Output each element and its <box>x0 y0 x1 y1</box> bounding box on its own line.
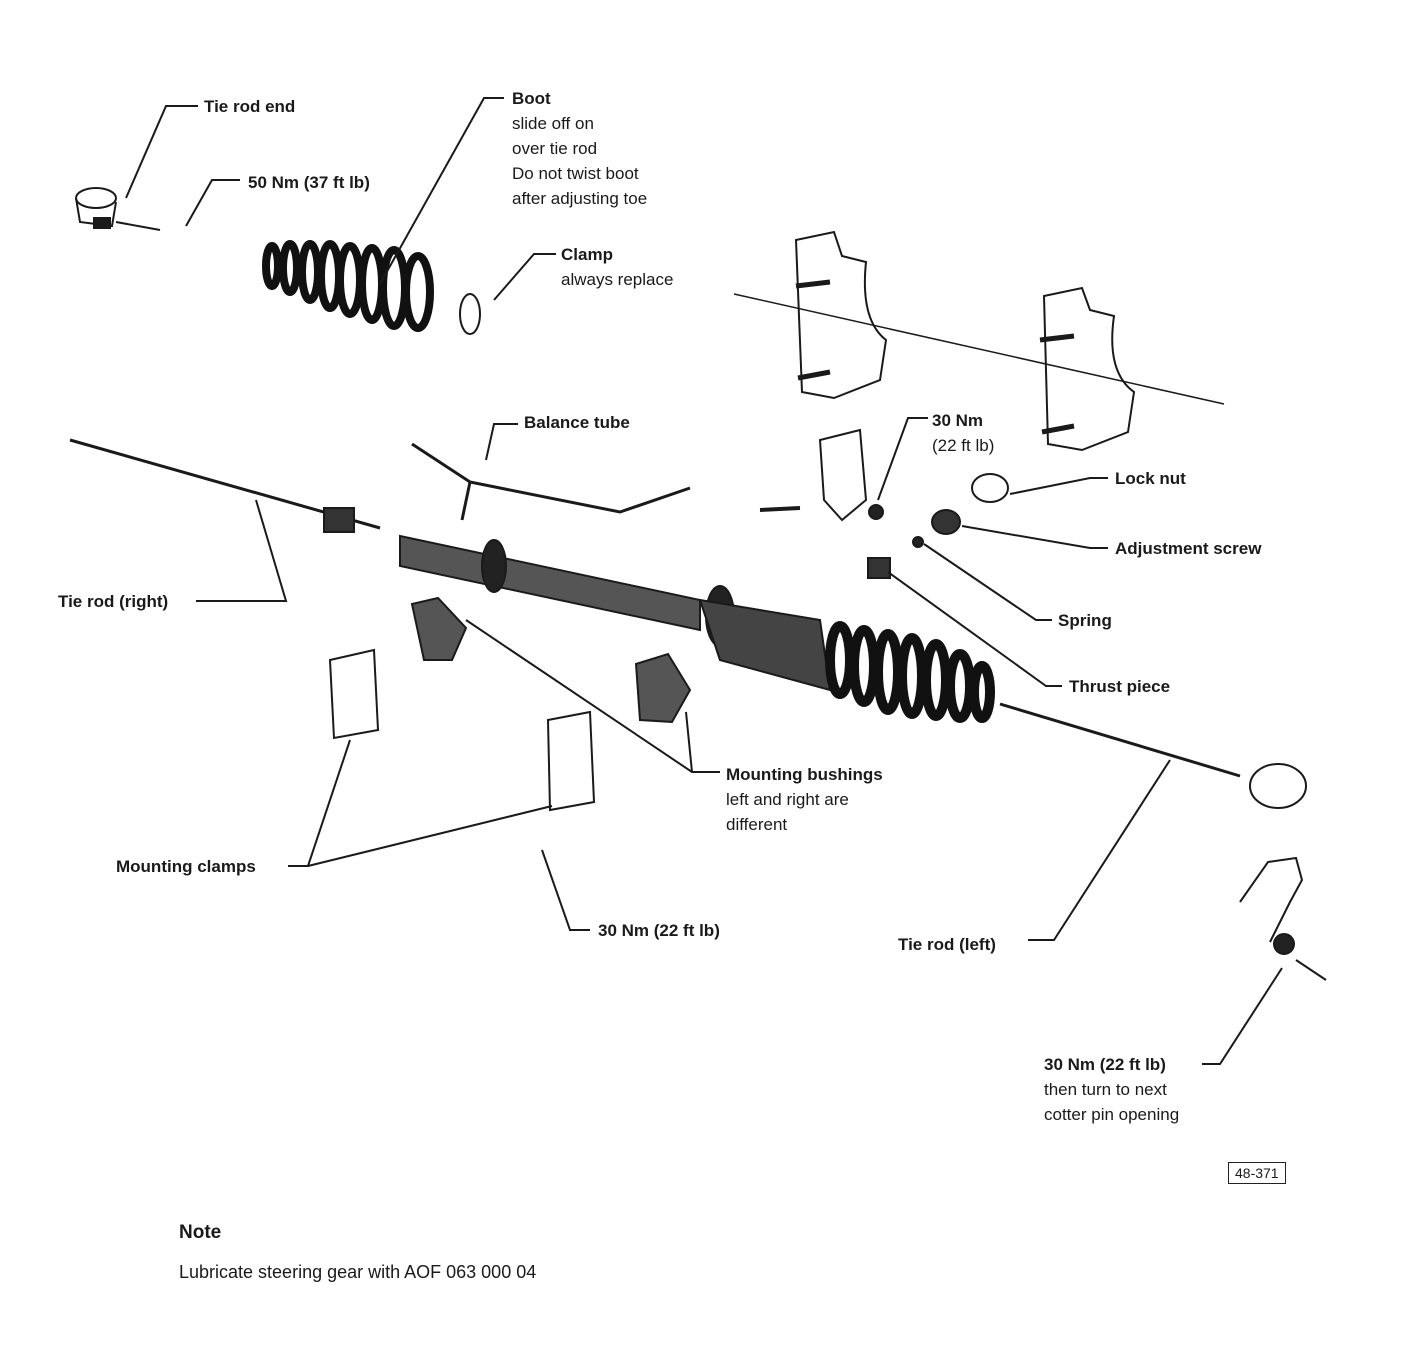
lock-nut-part <box>971 473 1009 503</box>
figure-reference-code: 48-371 <box>1228 1162 1286 1184</box>
mounting-bushing-left <box>634 652 692 724</box>
mounting-clamp-right <box>328 648 380 740</box>
tie-rod-left-end-part <box>1249 763 1307 809</box>
label-mounting-bushings: Mounting bushings left and right are dif… <box>726 765 883 834</box>
label-clamp: Clamp always replace <box>561 245 674 289</box>
note-title: Note <box>179 1222 222 1243</box>
thrust-piece-part <box>867 557 891 579</box>
mounting-bushing-right <box>410 596 468 661</box>
clamp-part <box>323 507 355 533</box>
label-torque-30nm-top: 30 Nm (22 ft lb) <box>932 411 995 455</box>
adjustment-screw-part <box>931 509 961 535</box>
pinion-valve-part <box>759 428 884 522</box>
left-boot-part <box>825 621 995 723</box>
leader-lines <box>125 97 1283 1065</box>
label-lock-nut: Lock nut <box>1115 469 1186 488</box>
balance-tube-part <box>411 442 691 514</box>
label-tie-rod-end: Tie rod end <box>204 97 296 116</box>
boot-part <box>262 240 434 332</box>
tie-rod-left-part <box>999 702 1241 778</box>
label-torque-30nm-bottom: 30 Nm (22 ft lb) <box>598 921 720 940</box>
label-torque-50nm: 50 Nm (37 ft lb) <box>248 173 370 192</box>
mounting-clamp-left <box>546 710 596 812</box>
note-text: Lubricate steering gear with AOF 063 000… <box>179 1262 537 1282</box>
spring-part <box>912 536 924 548</box>
label-spring: Spring <box>1058 611 1112 630</box>
tie-rod-end-part <box>75 187 161 231</box>
label-adjustment-screw: Adjustment screw <box>1115 539 1262 558</box>
label-boot: Boot slide off on over tie rod Do not tw… <box>512 89 648 208</box>
label-tie-rod-right: Tie rod (right) <box>58 592 169 611</box>
label-tie-rod-left: Tie rod (left) <box>898 935 996 954</box>
rack-housing-part <box>399 534 832 692</box>
clamp-ring-part <box>459 293 481 335</box>
label-balance-tube: Balance tube <box>524 413 630 432</box>
label-thrust-piece: Thrust piece <box>1069 677 1171 696</box>
mounting-bracket-1 <box>794 230 888 400</box>
mounting-bracket-2 <box>1039 286 1136 452</box>
label-mounting-clamps: Mounting clamps <box>116 857 256 876</box>
knuckle-arm-part <box>1239 856 1327 981</box>
label-torque-30nm-right: 30 Nm (22 ft lb) then turn to next cotte… <box>1044 1055 1180 1124</box>
